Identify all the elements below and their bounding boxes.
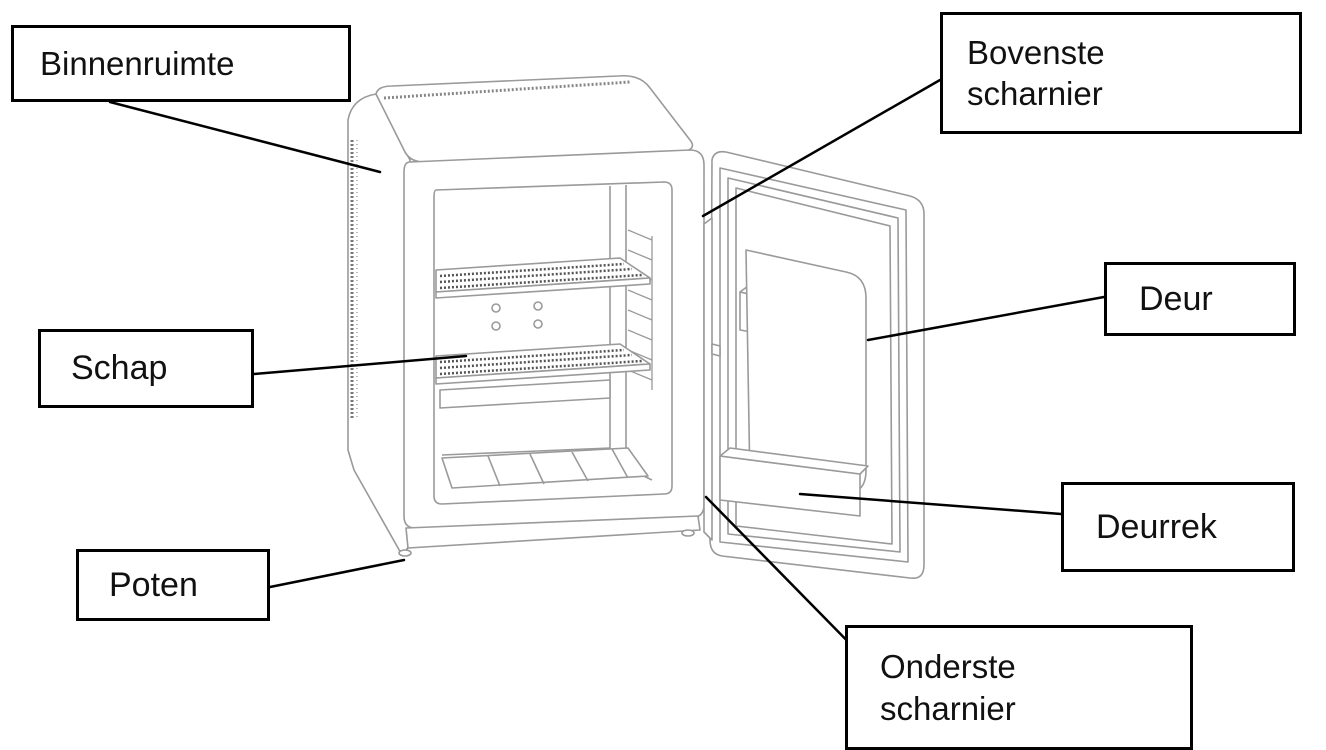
label-poten-text: Poten xyxy=(109,565,198,604)
label-schap-text: Schap xyxy=(71,349,168,388)
label-schap: Schap xyxy=(38,329,254,408)
label-deur: Deur xyxy=(1104,262,1296,336)
label-bovenste-scharnier: Bovenste scharnier xyxy=(940,12,1302,134)
label-onderste-scharnier-text: Onderste scharnier xyxy=(880,648,1016,727)
label-deur-text: Deur xyxy=(1139,279,1213,318)
bottom-tray xyxy=(441,447,649,489)
leader-schap xyxy=(252,354,468,376)
lower-shelf xyxy=(435,343,651,409)
leader-bovenste-scharnier xyxy=(701,78,942,218)
label-bovenste-scharnier-text: Bovenste scharnier xyxy=(967,33,1105,112)
leader-lines xyxy=(108,78,1106,662)
leader-deurrek xyxy=(798,492,1063,516)
label-binnenruimte-text: Binnenruimte xyxy=(40,44,235,82)
fridge-door xyxy=(703,150,925,580)
leader-poten xyxy=(268,558,406,589)
leader-deur xyxy=(866,295,1106,342)
leader-binnenruimte xyxy=(108,100,382,174)
cabinet-top-panel xyxy=(375,74,694,164)
label-onderste-scharnier: Onderste scharnier xyxy=(845,625,1193,750)
label-deurrek-text: Deurrek xyxy=(1096,507,1217,546)
upper-shelf xyxy=(435,257,651,299)
leader-onderste-scharnier xyxy=(704,495,868,662)
cabinet-base xyxy=(405,515,701,549)
fridge-cabinet xyxy=(347,74,705,557)
label-binnenruimte: Binnenruimte xyxy=(11,25,351,102)
label-deurrek: Deurrek xyxy=(1061,482,1295,572)
label-poten: Poten xyxy=(76,549,270,621)
cabinet-side-panel xyxy=(347,93,411,556)
